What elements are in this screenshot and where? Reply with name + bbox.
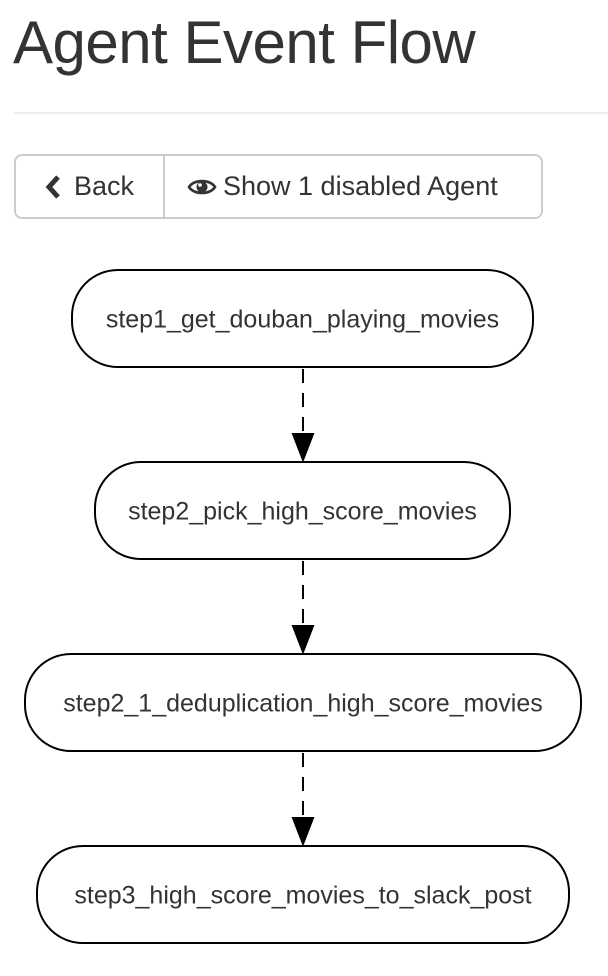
title-divider: [14, 112, 608, 114]
page-title: Agent Event Flow: [13, 9, 476, 76]
flow-edge-arrowhead: [291, 817, 315, 847]
flow-node-3[interactable]: step2_1_deduplication_high_score_movies: [24, 653, 582, 752]
flow-node-label: step3_high_score_movies_to_slack_post: [74, 882, 531, 910]
show-disabled-agents-label: Show 1 disabled Agent: [223, 171, 498, 201]
eye-icon: [187, 175, 217, 199]
flow-node-label: step2_pick_high_score_movies: [128, 498, 477, 526]
show-disabled-agents-button[interactable]: Show 1 disabled Agent: [165, 156, 541, 217]
flow-node-1[interactable]: step1_get_douban_playing_movies: [71, 269, 534, 368]
flow-node-box: [71, 269, 534, 368]
flow-node-label: step1_get_douban_playing_movies: [106, 306, 499, 334]
back-button-label: Back: [74, 171, 135, 201]
flow-node-4[interactable]: step3_high_score_movies_to_slack_post: [36, 845, 570, 944]
chevron-left-icon: [44, 174, 62, 200]
flow-edge-arrowhead: [291, 433, 315, 463]
flow-node-2[interactable]: step2_pick_high_score_movies: [94, 461, 511, 560]
flow-node-box: [24, 653, 582, 752]
back-button[interactable]: Back: [16, 156, 165, 217]
toolbar-button-group: Back Show 1 disabled Agent: [14, 154, 543, 219]
flow-node-box: [94, 461, 511, 560]
flow-node-box: [36, 845, 570, 944]
flow-edge-arrowhead: [291, 625, 315, 655]
flow-node-label: step2_1_deduplication_high_score_movies: [63, 690, 543, 718]
